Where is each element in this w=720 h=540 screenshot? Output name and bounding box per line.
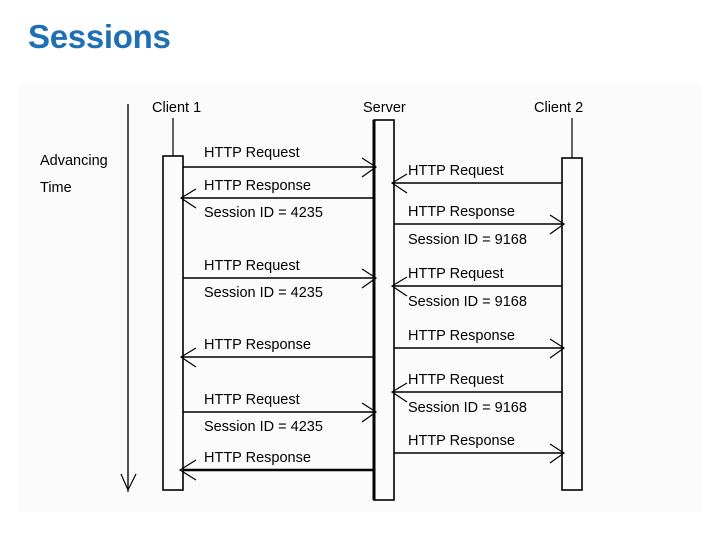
message-left-4: HTTP Request Session ID = 4235 bbox=[183, 392, 378, 435]
lifeline-client1: Client 1 bbox=[152, 100, 201, 491]
message-left-3: HTTP Response bbox=[179, 337, 374, 368]
message-left-1-sub: Session ID = 4235 bbox=[204, 205, 323, 221]
activation-bar-client2 bbox=[561, 157, 583, 491]
message-right-1-sub: Session ID = 9168 bbox=[408, 232, 527, 248]
message-left-1-label: HTTP Response bbox=[204, 178, 311, 194]
message-left-4-label: HTTP Request bbox=[204, 392, 300, 408]
message-right-0: HTTP Request bbox=[390, 163, 562, 194]
sequence-diagram: Advancing Time Client 1 Server Client 2 bbox=[18, 82, 702, 512]
message-right-4: HTTP Request Session ID = 9168 bbox=[390, 372, 562, 416]
message-right-4-label: HTTP Request bbox=[408, 372, 504, 388]
message-right-5-label: HTTP Response bbox=[408, 433, 515, 449]
time-axis-label-line2: Time bbox=[40, 180, 72, 196]
message-left-3-label: HTTP Response bbox=[204, 337, 311, 353]
message-left-5: HTTP Response bbox=[178, 450, 374, 481]
activation-bar-client1 bbox=[162, 155, 184, 491]
message-left-0: HTTP Request bbox=[183, 145, 378, 178]
lifeline-label-server: Server bbox=[363, 100, 406, 116]
message-left-2-sub: Session ID = 4235 bbox=[204, 285, 323, 301]
message-right-3-label: HTTP Response bbox=[408, 328, 515, 344]
activation-bar-server bbox=[373, 119, 395, 501]
message-left-5-label: HTTP Response bbox=[204, 450, 311, 466]
page-title: Sessions bbox=[28, 18, 171, 55]
message-right-2: HTTP Request Session ID = 9168 bbox=[390, 266, 562, 310]
message-right-1-label: HTTP Response bbox=[408, 204, 515, 220]
lifeline-label-client2: Client 2 bbox=[534, 100, 583, 116]
message-left-4-sub: Session ID = 4235 bbox=[204, 419, 323, 435]
message-right-2-label: HTTP Request bbox=[408, 266, 504, 282]
message-right-1: HTTP Response Session ID = 9168 bbox=[394, 204, 566, 248]
lifeline-server: Server bbox=[363, 100, 406, 501]
time-axis bbox=[120, 104, 137, 492]
message-right-0-label: HTTP Request bbox=[408, 163, 504, 179]
message-right-3: HTTP Response bbox=[394, 328, 566, 359]
message-left-2-label: HTTP Request bbox=[204, 258, 300, 274]
message-left-2: HTTP Request Session ID = 4235 bbox=[183, 258, 378, 301]
message-left-1: HTTP Response Session ID = 4235 bbox=[179, 178, 374, 221]
message-left-0-label: HTTP Request bbox=[204, 145, 300, 161]
message-right-2-sub: Session ID = 9168 bbox=[408, 294, 527, 310]
time-axis-label-line1: Advancing bbox=[40, 153, 108, 169]
lifeline-client2: Client 2 bbox=[534, 100, 583, 491]
message-right-4-sub: Session ID = 9168 bbox=[408, 400, 527, 416]
message-right-5: HTTP Response bbox=[394, 433, 566, 464]
lifeline-label-client1: Client 1 bbox=[152, 100, 201, 116]
diagram-background bbox=[18, 82, 702, 512]
